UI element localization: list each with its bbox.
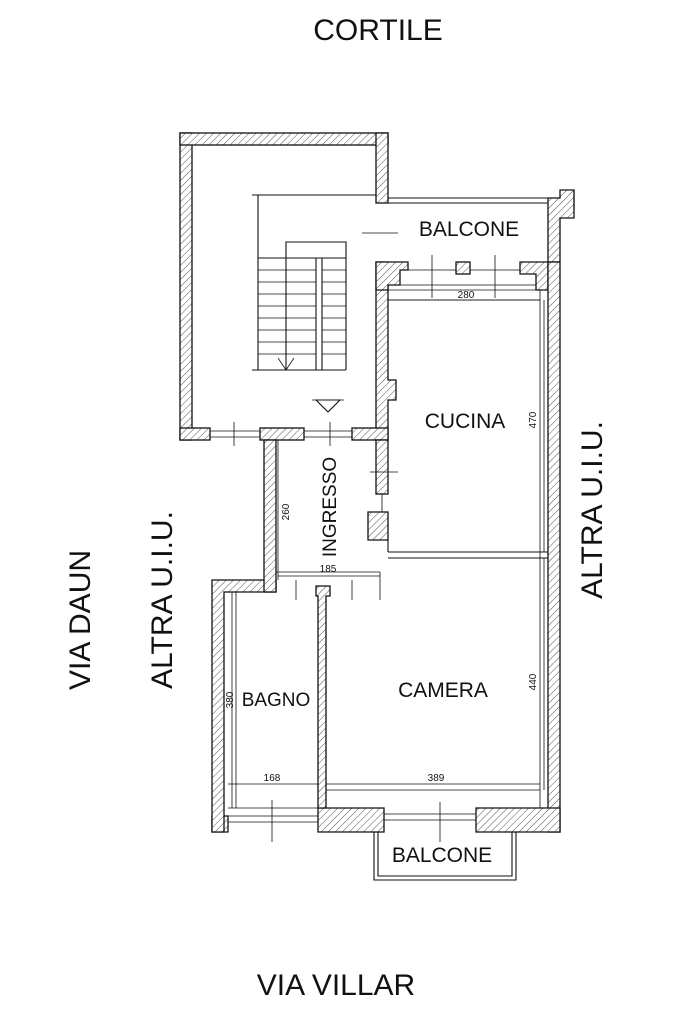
dimension-lines (228, 299, 545, 808)
label-via-villar: VIA VILLAR (257, 969, 415, 1002)
dimension-440: 440 (528, 673, 539, 690)
dimension-168: 168 (264, 773, 281, 784)
stairwell (179, 132, 398, 446)
room-label-bagno: BAGNO (242, 690, 311, 711)
label-cortile: CORTILE (313, 14, 442, 47)
dimension-389: 389 (428, 773, 445, 784)
room-label-balcone-top: BALCONE (419, 218, 519, 241)
balcony-top (388, 189, 575, 263)
label-altra-uiu-left: ALTRA U.I.U. (146, 511, 179, 689)
dimension-470: 470 (528, 411, 539, 428)
room-label-ingresso: INGRESSO (320, 457, 341, 557)
label-via-daun: VIA DAUN (64, 550, 97, 690)
staircase (252, 194, 376, 371)
dimension-260: 260 (281, 503, 292, 520)
label-altra-uiu-right: ALTRA U.I.U. (576, 421, 609, 599)
room-label-camera: CAMERA (398, 679, 488, 702)
entrance-triangle-icon (314, 399, 342, 413)
room-label-balcone-bottom: BALCONE (392, 844, 492, 867)
room-label-cucina: CUCINA (425, 410, 506, 433)
balcony-bottom (373, 832, 517, 881)
apartment-walls (211, 255, 561, 842)
dimension-280: 280 (458, 290, 475, 301)
dimension-185: 185 (320, 564, 337, 575)
dimension-380: 380 (225, 691, 236, 708)
